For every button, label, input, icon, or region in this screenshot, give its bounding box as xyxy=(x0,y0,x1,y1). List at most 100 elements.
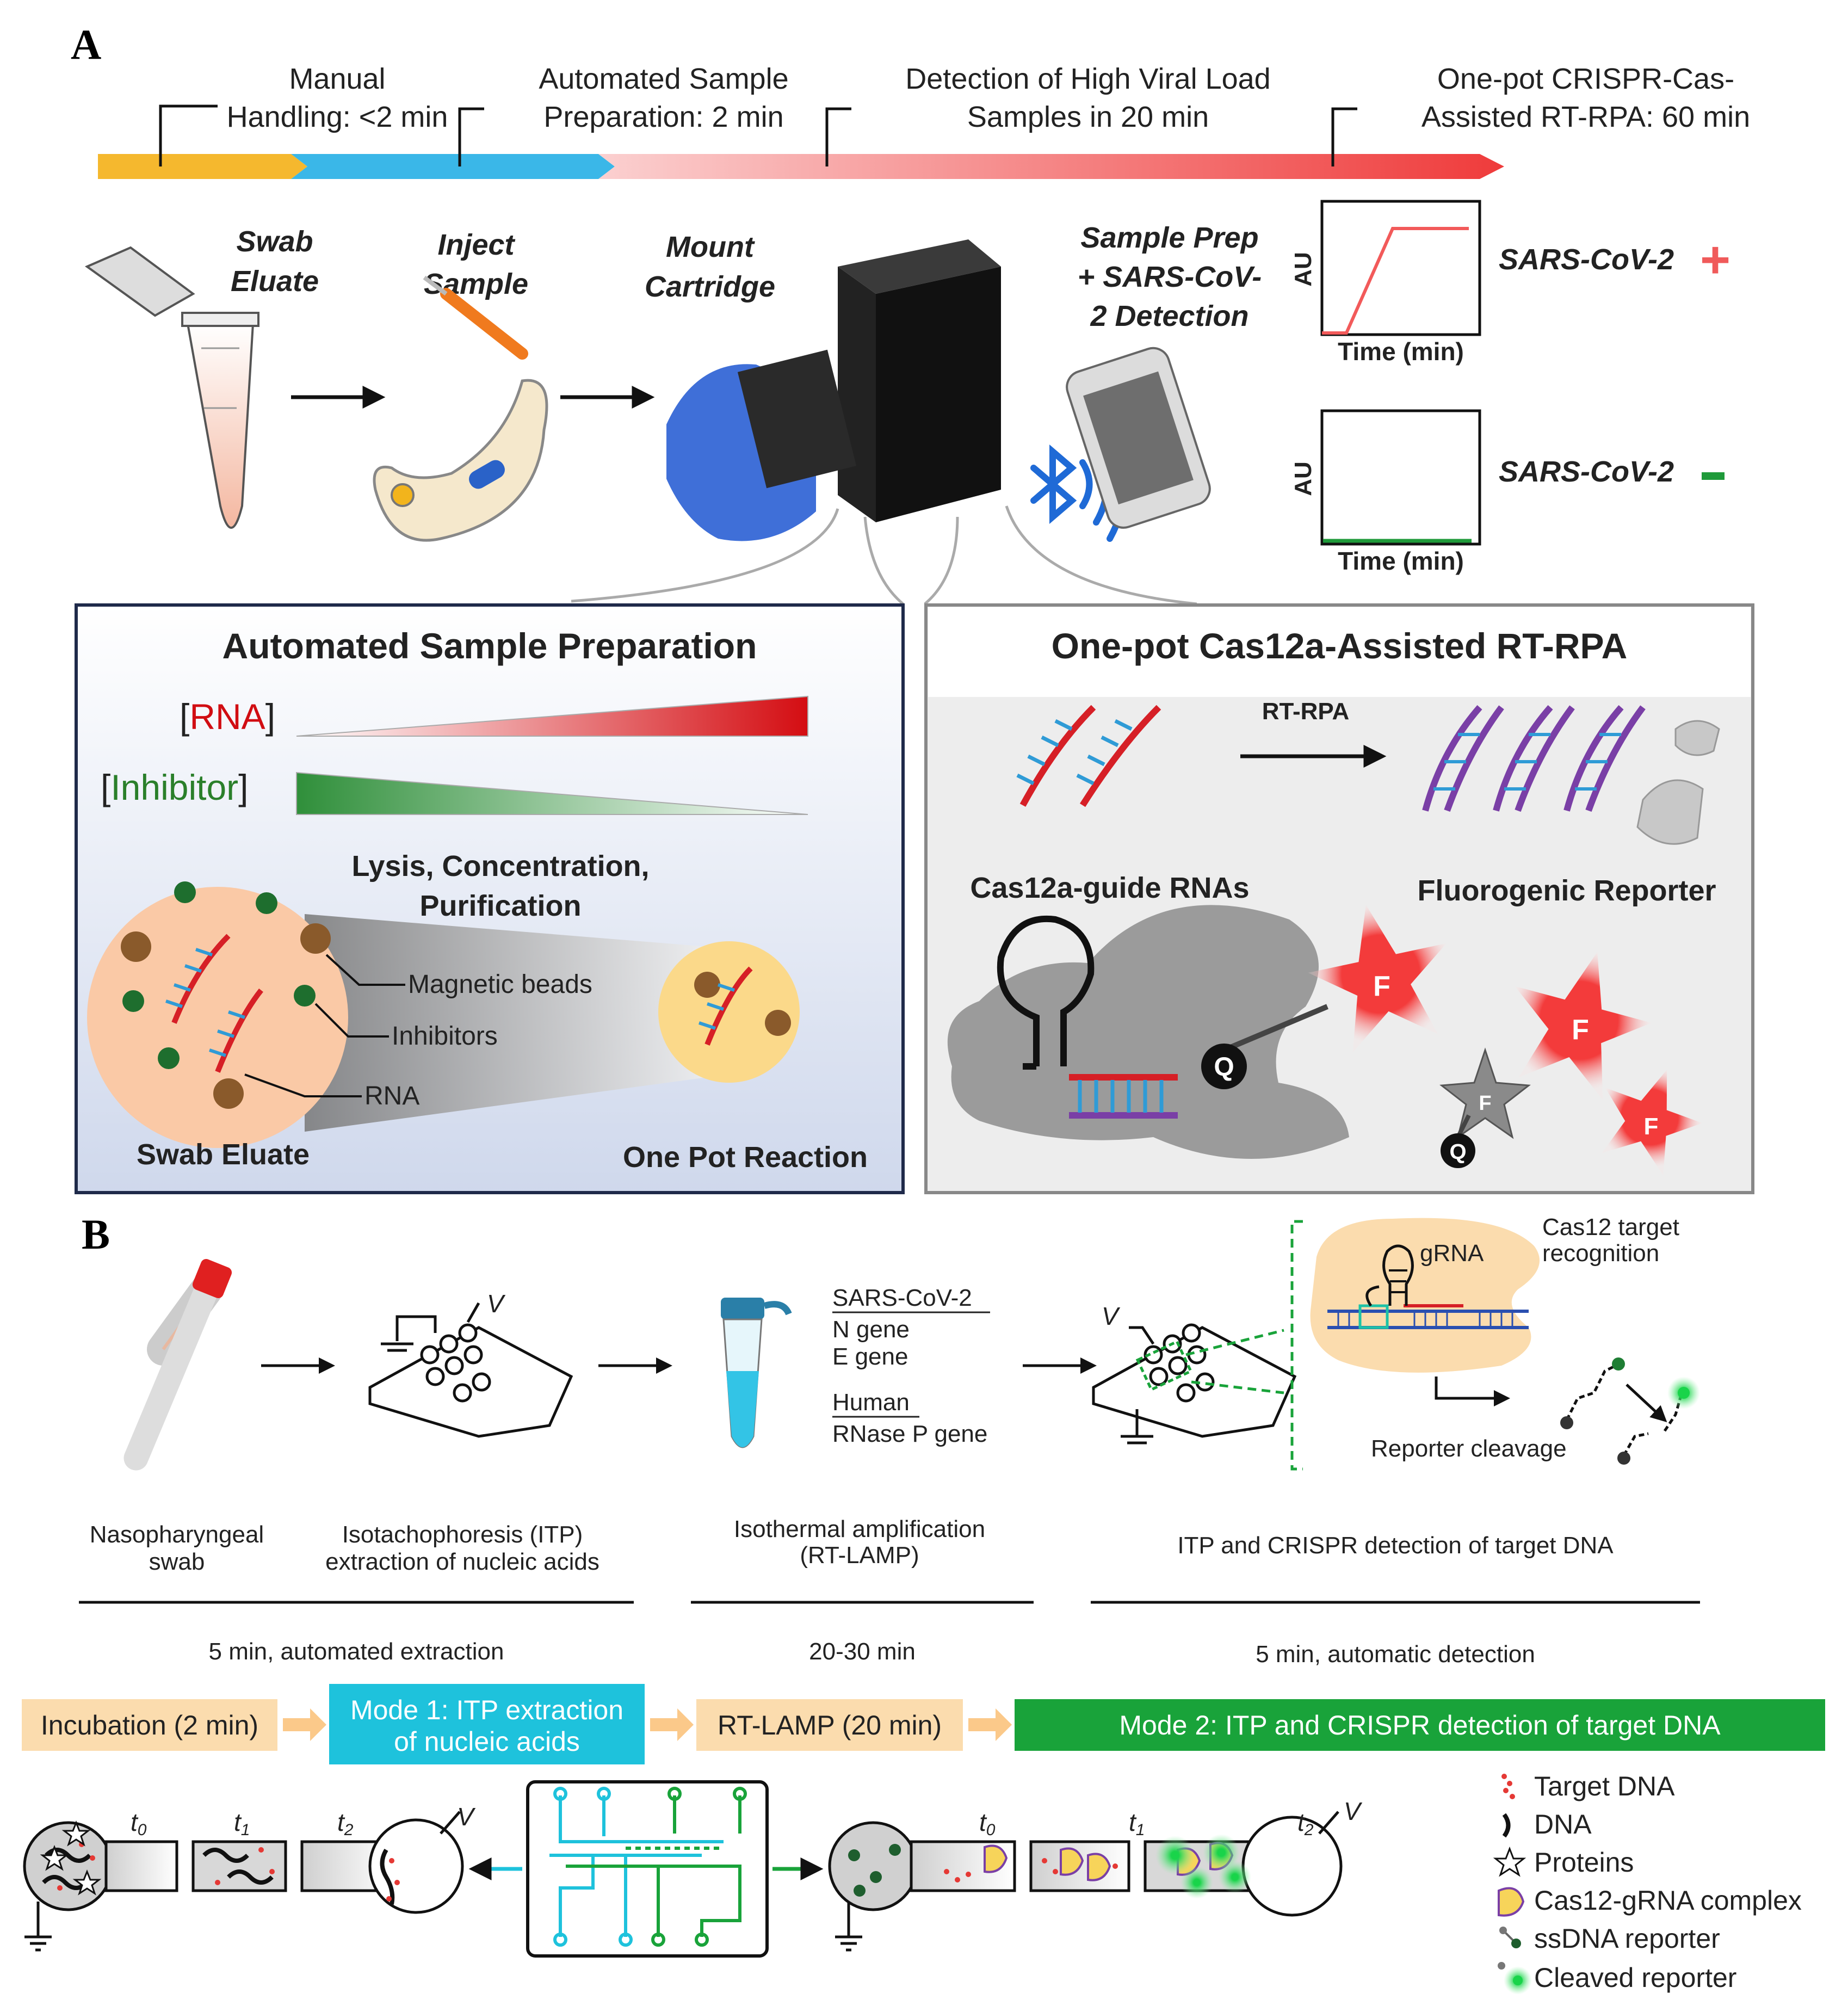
voltage-label-3: V xyxy=(457,1803,476,1831)
grna-label: gRNA xyxy=(1420,1240,1484,1267)
inhibitor-concentration-label: [Inhibitor] xyxy=(101,767,249,807)
inhibitors-label: Inhibitors xyxy=(392,1022,498,1051)
guide-rna-hairpin xyxy=(997,915,1095,1070)
timeline-1-line2: Handling: <2 min xyxy=(227,101,448,133)
incubation-box xyxy=(22,1699,277,1751)
time-extract: 5 min, automated extraction xyxy=(209,1638,504,1665)
inhibitor-gradient-wedge xyxy=(296,771,808,815)
callout-curves xyxy=(571,505,1197,606)
rna-strands xyxy=(171,934,753,1073)
swab-eluate-caption: Swab Eluate xyxy=(137,1138,310,1171)
time-lamp: 20-30 min xyxy=(809,1638,916,1665)
mode1-box xyxy=(329,1684,645,1764)
e-gene-label: E gene xyxy=(832,1343,908,1370)
extraction-channel-sequence xyxy=(23,1811,464,1952)
detection-device xyxy=(666,239,1001,541)
zoom-lines xyxy=(1185,1220,1303,1471)
caption-detect: ITP and CRISPR detection of target DNA xyxy=(1177,1532,1614,1559)
t2-right: t2 xyxy=(1297,1808,1314,1839)
legend-cleaved-reporter: Cleaved reporter xyxy=(1534,1962,1736,1993)
reporter-cleavage-label: Reporter cleavage xyxy=(1371,1435,1567,1462)
voltage-label-4: V xyxy=(1344,1797,1363,1825)
mount-cartridge-label-2: Cartridge xyxy=(645,270,775,303)
legend-cas12-complex: Cas12-gRNA complex xyxy=(1534,1885,1802,1916)
step-durations: 5 min, automated extraction 20-30 min 5 … xyxy=(209,1638,1535,1668)
positive-label: SARS-CoV-2 xyxy=(1499,243,1674,276)
caption-itp-1: Isotachophoresis (ITP) xyxy=(342,1521,583,1548)
workflow-arrow-3 xyxy=(968,1708,1012,1741)
left-box-title: Automated Sample Preparation xyxy=(222,626,757,666)
swab-eluate-label-1: Swab xyxy=(236,225,313,258)
lamp-target-labels: SARS-CoV-2 N gene E gene Human RNase P g… xyxy=(832,1285,990,1447)
black-strand-icon xyxy=(1502,1813,1511,1838)
quencher-q-1-text: Q xyxy=(1214,1053,1234,1082)
negative-result-plot: AU Time (min) xyxy=(1290,409,1481,575)
magnetic-beads-label: Magnetic beads xyxy=(408,970,592,999)
inhibitor-particles xyxy=(122,881,316,1069)
pos-xlabel: Time (min) xyxy=(1338,337,1464,366)
red-dotted-strand-icon xyxy=(1501,1774,1515,1799)
workflow-bar: Incubation (2 min) Mode 1: ITP extractio… xyxy=(22,1684,1825,1764)
concentration-cone xyxy=(305,914,707,1132)
eluate-tube xyxy=(84,246,259,529)
step-captions: Nasopharyngeal swab Isotachophoresis (IT… xyxy=(90,1516,1614,1575)
timeline-2-line1: Automated Sample xyxy=(539,63,788,95)
reporter-molecules xyxy=(1560,1357,1700,1465)
input-dna-bases xyxy=(1016,719,1133,786)
mode2-label: Mode 2: ITP and CRISPR detection of targ… xyxy=(1119,1710,1721,1740)
rna-concentration-label: [RNA] xyxy=(180,696,275,737)
timeline-3-line2: Samples in 20 min xyxy=(967,101,1209,133)
inject-sample-label-1: Inject xyxy=(437,229,515,261)
timeline-3-line1: Detection of High Viral Load xyxy=(905,63,1270,95)
rnase-p-label: RNase P gene xyxy=(832,1421,987,1447)
sample-prep-label-1: Sample Prep xyxy=(1080,221,1258,254)
swab-eluate-label-2: Eluate xyxy=(231,265,319,298)
workflow-arrow-2 xyxy=(650,1708,694,1741)
amplified-dna-bases xyxy=(1433,733,1621,791)
t0-left: t0 xyxy=(131,1808,147,1839)
rt-rpa-label: RT-RPA xyxy=(1262,698,1350,725)
t0-right: t0 xyxy=(979,1808,996,1839)
time-detect: 5 min, automatic detection xyxy=(1256,1641,1535,1668)
n-gene-label: N gene xyxy=(832,1316,910,1343)
fluorogenic-reporter-label: Fluorogenic Reporter xyxy=(1417,874,1716,907)
rna-gradient-wedge xyxy=(296,695,808,737)
human-header: Human xyxy=(832,1389,910,1416)
magnetic-beads xyxy=(121,923,791,1109)
star-icon xyxy=(1493,1846,1526,1877)
guide-rnas-label: Cas12a-guide RNAs xyxy=(970,872,1249,904)
fluorophore-f-2-text: F xyxy=(1572,1014,1589,1046)
detection-chip-icon xyxy=(1092,1323,1297,1445)
reporter-linker xyxy=(1223,1004,1328,1053)
lysis-label-1: Lysis, Concentration, xyxy=(351,850,649,882)
quenched-fluorophore-star xyxy=(1439,1047,1531,1139)
timeline-4-line2: Assisted RT-RPA: 60 min xyxy=(1421,101,1750,133)
step-labels: Swab Eluate Inject Sample Mount Cartridg… xyxy=(231,221,1262,332)
timeline-2-line2: Preparation: 2 min xyxy=(543,101,783,133)
neg-xlabel: Time (min) xyxy=(1338,547,1464,575)
quencher-q-1 xyxy=(1201,1044,1247,1089)
legend-target-dna: Target DNA xyxy=(1534,1771,1675,1801)
right-box-title: One-pot Cas12a-Assisted RT-RPA xyxy=(1052,626,1628,666)
voltage-label-2: V xyxy=(1102,1302,1121,1330)
caption-swab-1: Nasopharyngeal xyxy=(90,1521,264,1548)
cas12-recognition-inset xyxy=(1310,1218,1540,1373)
caption-swab-2: swab xyxy=(149,1548,205,1575)
fluorophore-f-3-text: F xyxy=(1644,1113,1659,1140)
sample-prep-label-2: + SARS-CoV- xyxy=(1078,261,1262,293)
rna-bases xyxy=(165,948,735,1057)
target-duplex xyxy=(1069,1074,1178,1119)
negative-label: SARS-CoV-2 xyxy=(1499,455,1674,488)
small-cas-proteins xyxy=(1636,720,1720,845)
sample-prep-label-3: 2 Detection xyxy=(1090,300,1249,332)
pos-ylabel: AU xyxy=(1290,252,1317,287)
mode2-box xyxy=(1015,1699,1825,1751)
itp-chip-icon xyxy=(368,1302,573,1438)
legend-ssdna-reporter: ssDNA reporter xyxy=(1534,1923,1720,1954)
cas12-recognition-2: recognition xyxy=(1542,1240,1659,1267)
timeline-markers xyxy=(159,104,1357,166)
fluorophore-f-1-text: F xyxy=(1373,971,1390,1002)
swab-eluate-circle xyxy=(87,887,348,1148)
voltage-label-1: V xyxy=(487,1289,506,1318)
t1-left: t1 xyxy=(234,1808,250,1839)
